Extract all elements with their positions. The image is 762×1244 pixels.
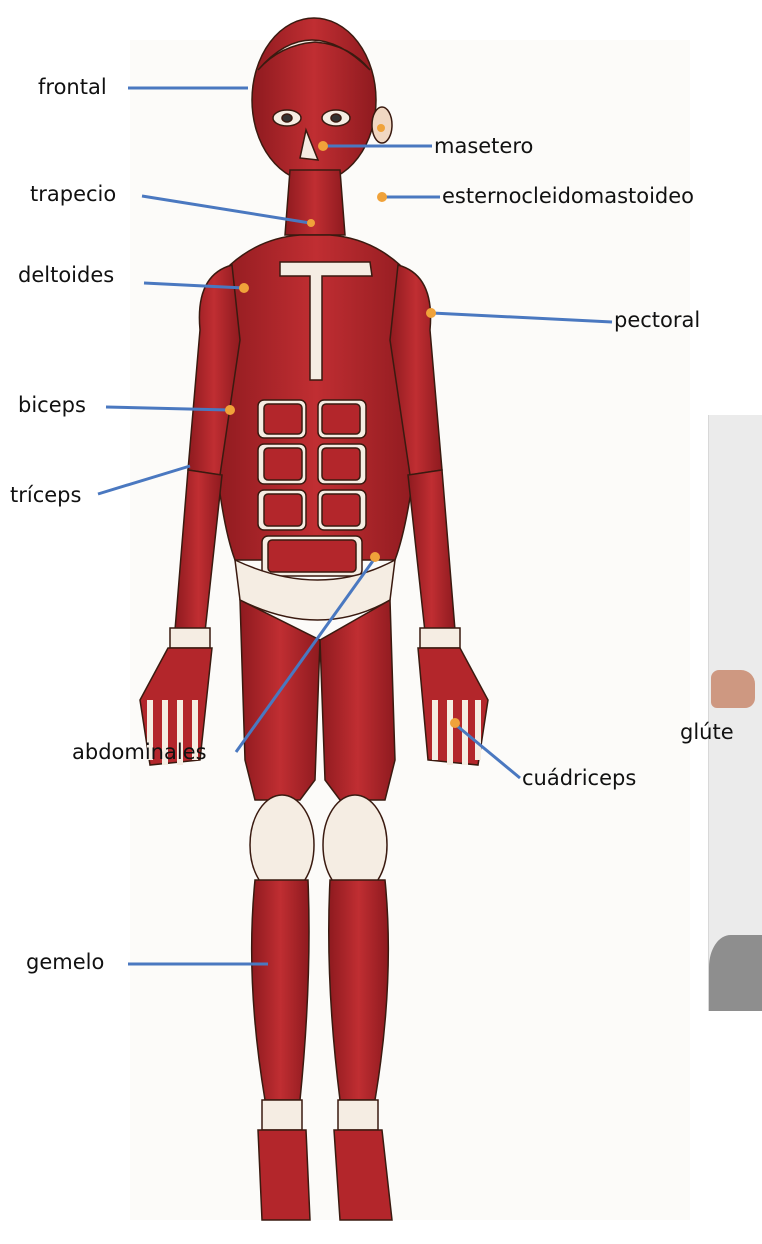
marker-deltoides	[239, 283, 249, 293]
marker-esternocleidomastoideo	[377, 192, 387, 202]
left-foot	[258, 1130, 310, 1220]
label-triceps: tríceps	[10, 485, 81, 506]
left-calf	[252, 880, 309, 1100]
label-deltoides: deltoides	[18, 265, 114, 286]
right-foot	[334, 1130, 392, 1220]
label-pectoral: pectoral	[614, 310, 700, 331]
inset-hand-fragment	[711, 670, 755, 708]
label-cuadriceps: cuádriceps	[522, 768, 636, 789]
label-frontal: frontal	[38, 77, 107, 98]
right-calf	[329, 880, 389, 1100]
marker-trapecio	[307, 219, 315, 227]
neck	[285, 170, 345, 235]
label-esternocleidomastoideo: esternocleidomastoideo	[442, 186, 694, 207]
background-page-text	[130, 40, 690, 1220]
marker-ear	[377, 124, 385, 132]
marker-pectoral	[426, 308, 436, 318]
marker-abdominales	[370, 552, 380, 562]
label-abdominales: abdominales	[72, 742, 207, 763]
label-masetero: masetero	[434, 136, 533, 157]
posterior-figure-inset	[708, 415, 762, 1011]
inset-base-shadow	[709, 935, 762, 1011]
label-trapecio: trapecio	[30, 184, 116, 205]
marker-biceps	[225, 405, 235, 415]
label-gluteo-partial: glúte	[680, 722, 734, 743]
marker-cuadriceps	[450, 718, 460, 728]
label-gemelo: gemelo	[26, 952, 104, 973]
marker-masetero	[318, 141, 328, 151]
label-biceps: biceps	[18, 395, 86, 416]
